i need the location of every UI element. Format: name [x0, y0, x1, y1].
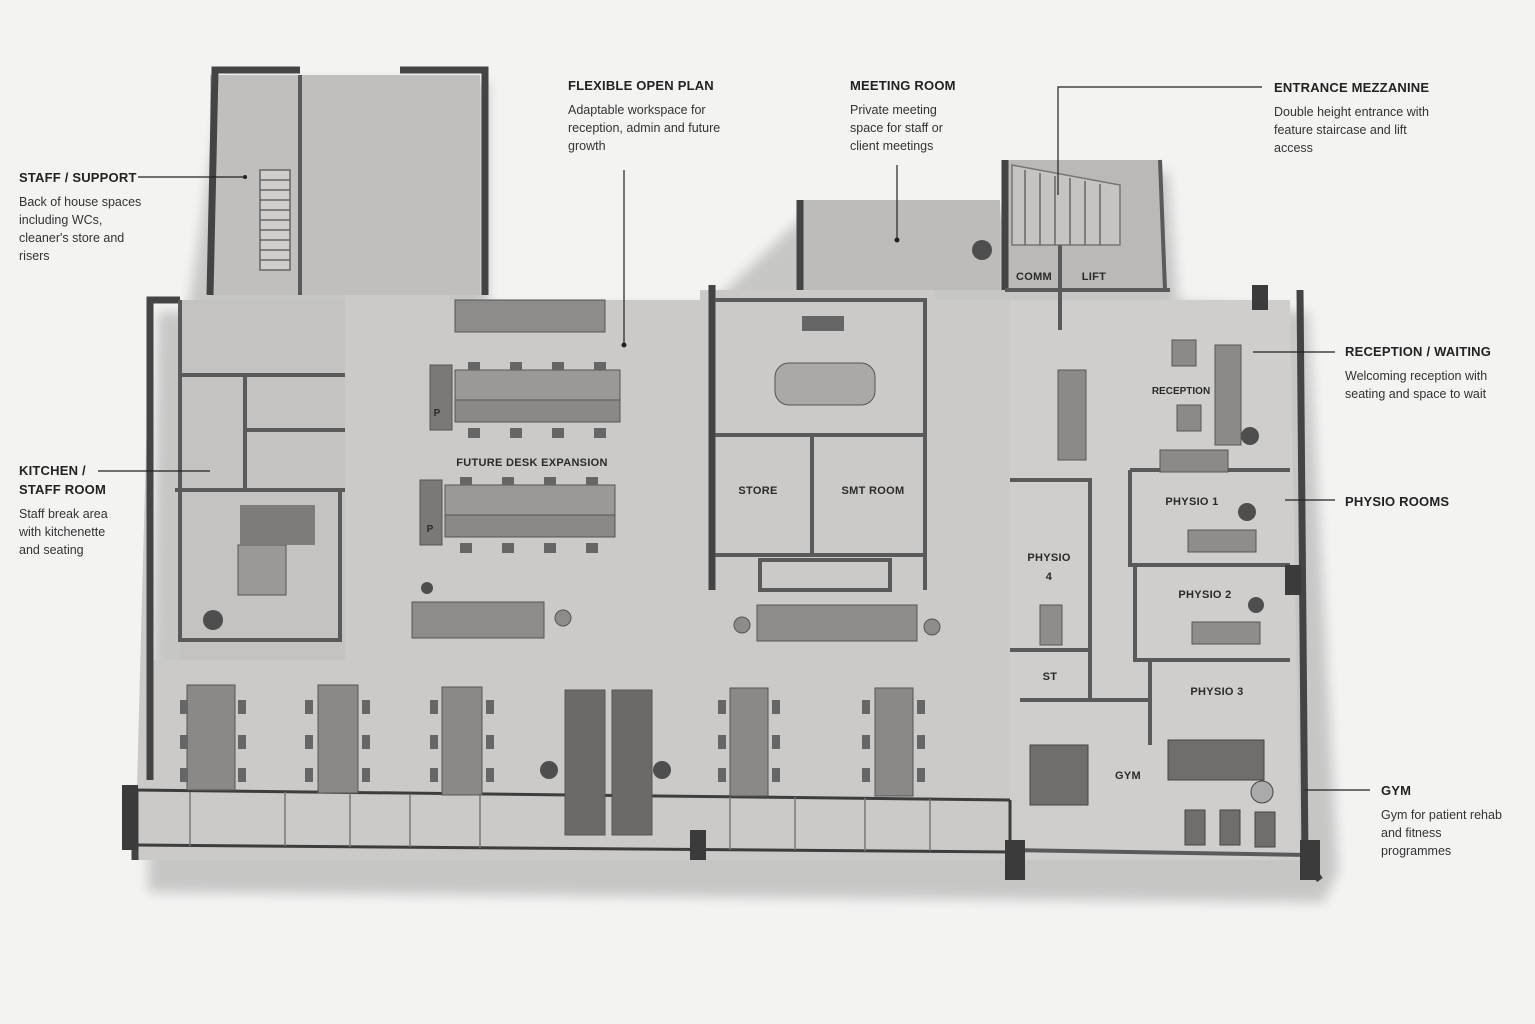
room-label-reception: RECEPTION	[1152, 386, 1210, 397]
meeting-table	[774, 316, 876, 406]
callout-title: FLEXIBLE OPEN PLAN	[568, 78, 714, 93]
room-label-st: ST	[1043, 671, 1058, 683]
kitchen-table	[237, 505, 315, 596]
callout-description: Private meeting space for staff or clien…	[850, 103, 943, 153]
gym-equipment	[1029, 739, 1276, 848]
callout-physio-rooms: PHYSIO ROOMS	[1345, 492, 1495, 511]
room-label-physio-3: PHYSIO 3	[1190, 686, 1243, 698]
callout-description: Gym for patient rehab and fitness progra…	[1381, 808, 1502, 858]
callout-meeting-room: MEETING ROOM Private meeting space for s…	[850, 76, 970, 155]
callout-description: Back of house spaces including WCs, clea…	[19, 195, 142, 263]
callout-title: GYM	[1381, 783, 1412, 798]
room-label-gym: GYM	[1115, 770, 1141, 782]
future-desks	[419, 364, 621, 546]
desk-chairs	[180, 700, 925, 782]
inner-walls	[175, 75, 1311, 857]
room-label-physio-1: PHYSIO 1	[1165, 496, 1218, 508]
room-label-physio-4-line2: 4	[1046, 571, 1053, 583]
leader-entrance	[1057, 86, 1262, 195]
future-desk-chairs	[460, 362, 606, 553]
left-wing-floor	[180, 300, 345, 660]
room-label-p-1: P	[434, 408, 441, 419]
room-label-lift: LIFT	[1082, 271, 1106, 283]
columns	[122, 285, 1320, 880]
north-wing-floor	[210, 75, 480, 295]
staircase	[259, 164, 1121, 271]
leader-lines	[98, 86, 1370, 791]
callout-title: MEETING ROOM	[850, 78, 956, 93]
room-label-physio-4-line1: PHYSIO	[1027, 552, 1071, 564]
glazing-mullions	[189, 792, 931, 851]
callout-title: RECEPTION / WAITING	[1345, 344, 1492, 359]
room-label-comm: COMM	[1016, 271, 1052, 283]
callout-gym: GYM Gym for patient rehab and fitness pr…	[1381, 781, 1506, 860]
callout-description: Double height entrance with feature stai…	[1274, 105, 1429, 155]
physio-beds	[1039, 529, 1261, 646]
callout-kitchen: KITCHEN / STAFF ROOM Staff break area wi…	[19, 461, 129, 559]
callout-description: Welcoming reception with seating and spa…	[1345, 369, 1488, 401]
meeting-mezz-floor	[800, 200, 1000, 290]
callout-flexible-open-plan: FLEXIBLE OPEN PLAN Adaptable workspace f…	[568, 76, 723, 155]
room-label-physio-2: PHYSIO 2	[1178, 589, 1231, 601]
callout-reception-waiting: RECEPTION / WAITING Welcoming reception …	[1345, 342, 1515, 403]
callout-description: Staff break area with kitchenette and se…	[19, 507, 108, 557]
reception-furniture	[1057, 339, 1242, 473]
plants	[203, 240, 1264, 779]
callout-title: ENTRANCE MEZZANINE	[1274, 80, 1430, 95]
callout-title: PHYSIO ROOMS	[1345, 494, 1450, 509]
callout-title: KITCHEN / STAFF ROOM	[19, 463, 106, 497]
room-label-future-desk: FUTURE DESK EXPANSION	[456, 457, 608, 469]
callout-entrance-mezzanine: ENTRANCE MEZZANINE Double height entranc…	[1274, 78, 1434, 157]
room-label-smt-room: SMT ROOM	[842, 485, 905, 497]
callout-description: Adaptable workspace for reception, admin…	[568, 103, 721, 153]
room-label-p-2: P	[427, 524, 434, 535]
desk-clusters	[186, 684, 914, 836]
sofas	[411, 299, 941, 642]
room-label-store: STORE	[738, 485, 777, 497]
callout-staff-support: STAFF / SUPPORT Back of house spaces inc…	[19, 168, 154, 265]
callout-title: STAFF / SUPPORT	[19, 170, 137, 185]
